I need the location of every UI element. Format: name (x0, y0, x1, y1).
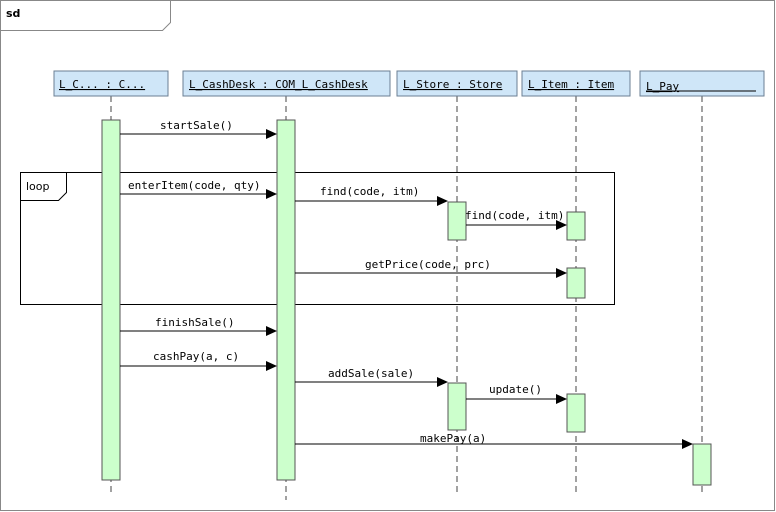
message-label: addSale(sale) (328, 367, 414, 380)
lifeline-label: L_CashDesk : COM_L_CashDesk (189, 78, 368, 91)
lifeline-label: L_Pay (646, 80, 679, 93)
message-label: find(code, itm) (465, 209, 564, 222)
message-label: cashPay(a, c) (153, 350, 239, 363)
lifeline-label: L_Item : Item (528, 78, 614, 91)
message-find-item[interactable]: find(code, itm) (465, 209, 567, 230)
message-label: enterItem(code, qty) (128, 179, 260, 192)
lifeline-head-store[interactable]: L_Store : Store (396, 70, 518, 97)
message-label: getPrice(code, prc) (365, 258, 491, 271)
lifeline-head-item[interactable]: L_Item : Item (521, 70, 631, 97)
activation-store-addsale (447, 382, 467, 431)
message-label: find(code, itm) (320, 185, 419, 198)
activation-cashdesk (276, 119, 296, 481)
message-makepay[interactable]: makePay(a) (295, 432, 693, 449)
message-label: startSale() (160, 119, 233, 132)
message-addsale[interactable]: addSale(sale) (295, 367, 448, 387)
lifeline-head-pay[interactable]: L_Pay (639, 70, 765, 97)
lifeline-label: L_C... : C... (59, 78, 145, 91)
message-update[interactable]: update() (466, 383, 567, 404)
frame-title-tab (0, 0, 171, 31)
activation-item-getprice (566, 267, 586, 299)
message-enteritem[interactable]: enterItem(code, qty) (120, 179, 277, 199)
message-getprice[interactable]: getPrice(code, prc) (295, 258, 567, 278)
activation-store-find (447, 201, 467, 241)
message-label: makePay(a) (420, 432, 486, 445)
lifeline-head-lc[interactable]: L_C... : C... (53, 70, 169, 97)
message-label: update() (489, 383, 542, 396)
message-label: finishSale() (155, 316, 234, 329)
lifeline-head-cashdesk[interactable]: L_CashDesk : COM_L_CashDesk (182, 70, 391, 97)
activation-pay (692, 443, 712, 486)
message-finishsale[interactable]: finishSale() (120, 316, 277, 336)
message-find-store[interactable]: find(code, itm) (295, 185, 448, 206)
activation-lc (101, 119, 121, 481)
activation-item-find (566, 211, 586, 241)
lifeline-label: L_Store : Store (403, 78, 502, 91)
loop-fragment: loop (20, 172, 615, 305)
loop-label: loop (26, 180, 50, 193)
message-cashpay[interactable]: cashPay(a, c) (120, 350, 277, 371)
activation-item-update (566, 393, 586, 433)
message-startsale[interactable]: startSale() (120, 119, 277, 139)
frame-title: sd (6, 7, 20, 20)
